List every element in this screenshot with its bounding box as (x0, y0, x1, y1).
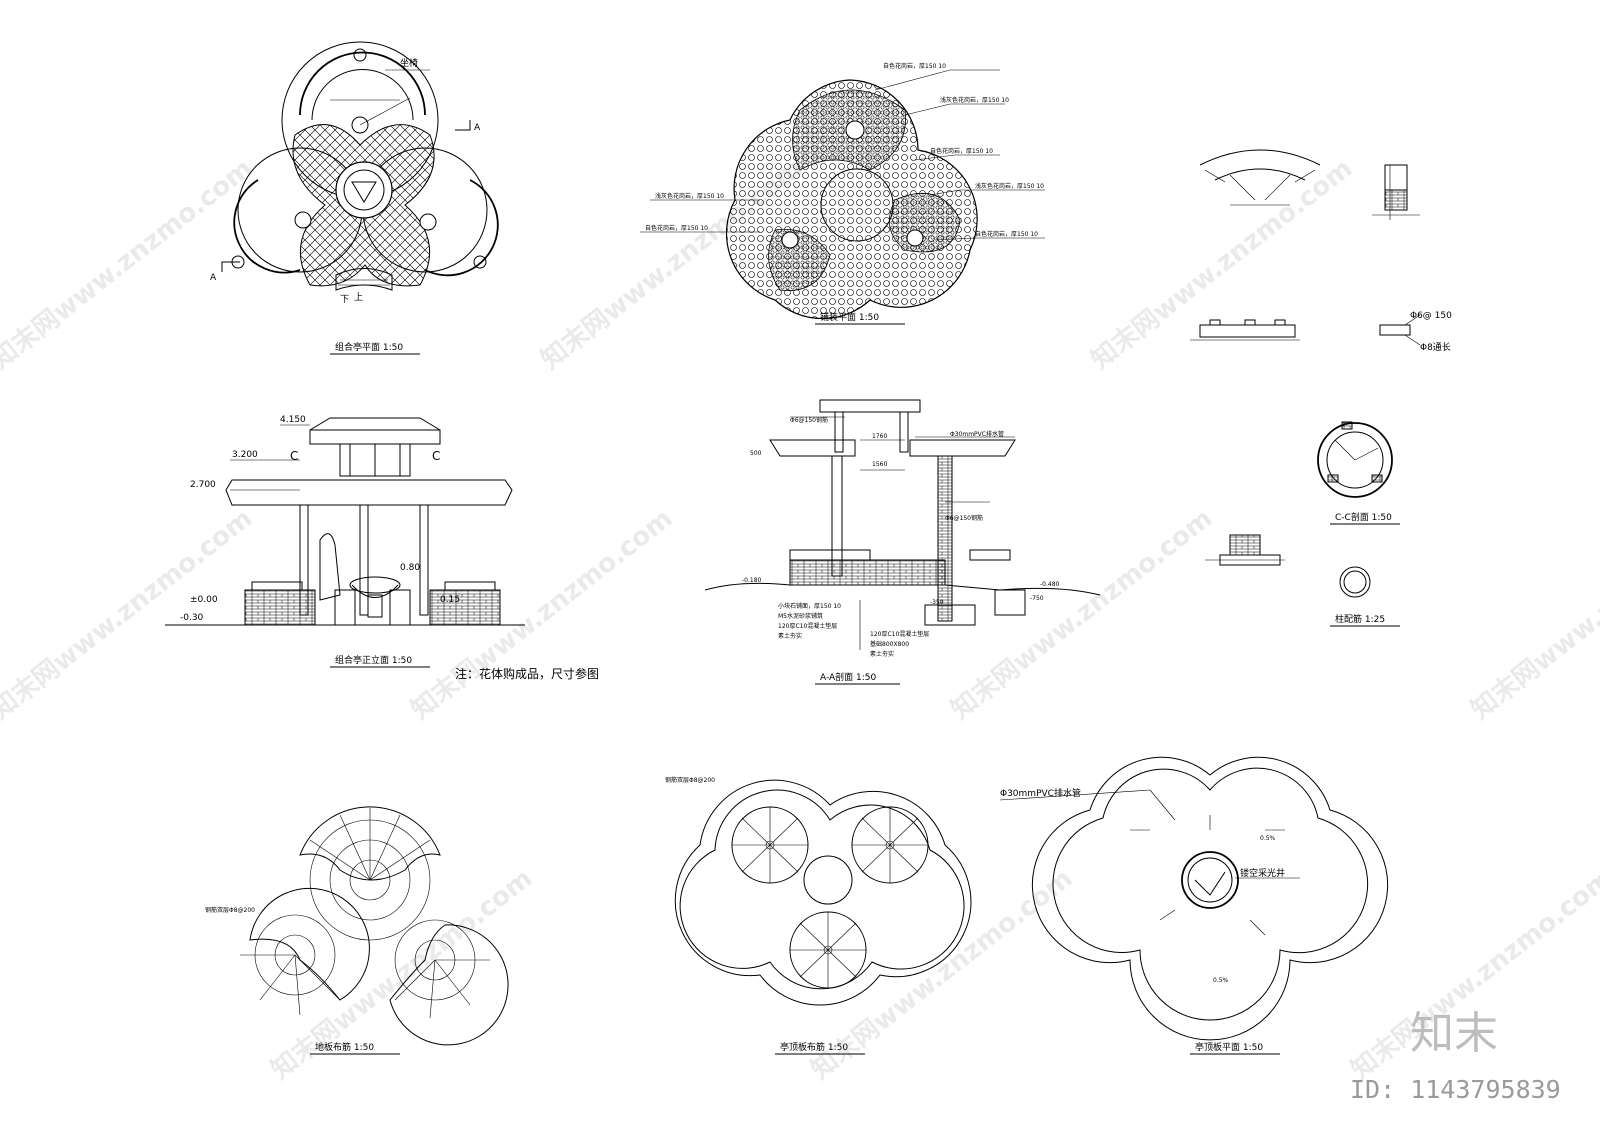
section-mark-c: C (290, 449, 298, 463)
pvc-label: Φ30mmPVC排水管 (950, 430, 1004, 438)
layer-note: M5水泥砂浆铺筑 (778, 612, 823, 620)
detail-drawings-top-right: Φ6@ 150 Φ8通长 (1190, 149, 1452, 353)
paving-note: 浅灰色花岗岩，厚150 10 (655, 192, 724, 200)
level-mark: 3.200 (232, 450, 258, 460)
rebar-sector (299, 806, 441, 941)
pvc-pipe-label: Φ30mmPVC排水管 (1000, 787, 1081, 799)
flower-note: 注：花体购成品，尺寸参图 (455, 666, 599, 681)
section-mark-a: A (474, 123, 481, 133)
paving-note: 自色花岗岩，厚150 10 (645, 224, 708, 232)
roof-plan: Φ30mmPVC排水管 镂空采光井 0.5% 0.5% 亭顶板平面 1:50 (999, 756, 1389, 1055)
rebar-extend-label: Φ8通长 (1420, 341, 1451, 353)
combined-pavilion-plan: A A 坐椅 下 上 组合亭平面 1:50 (210, 41, 499, 355)
level-mark: -0.30 (180, 613, 204, 623)
layer-note: 小块石铺面，厚150 10 (778, 602, 841, 610)
light-well-label: 镂空采光井 (1240, 867, 1285, 879)
drawing-title: C-C剖面 1:50 (1335, 511, 1392, 523)
drawing-title: 亭顶板平面 1:50 (1195, 1041, 1263, 1053)
level-mark: ±0.00 (190, 595, 218, 605)
rebar-note: 钢筋双层Φ8@200 (665, 776, 715, 784)
section-mark-c: C (432, 449, 440, 463)
level-mark: -750 (1030, 595, 1044, 602)
stair-up-label: 上 (354, 292, 363, 303)
rebar-note: 钢筋双层Φ8@200 (205, 906, 255, 914)
section-mark-a: A (210, 273, 217, 283)
paving-note: 自色花岗岩，厚150 10 (930, 147, 993, 155)
dim-label: 1760 (872, 433, 887, 440)
dim-label: 500 (750, 450, 762, 457)
floor-rebar-layout: 钢筋双层Φ8@200 地板布筋 1:50 (205, 806, 509, 1055)
paving-note: 浅灰色花岗岩，厚150 10 (940, 96, 1009, 104)
paving-plan: 自色花岗岩，厚150 10 浅灰色花岗岩，厚150 10 自色花岗岩，厚150 … (640, 62, 1045, 325)
layer-note: 素土夯实 (778, 632, 802, 640)
seat-label: 坐椅 (400, 57, 418, 69)
paving-note: 自色花岗岩，厚150 10 (883, 62, 946, 70)
drawing-title: 铺装平面 1:50 (820, 311, 879, 323)
watermark-text: 知末网www.znzmo.com (1466, 503, 1600, 725)
drawing-title: A-A剖面 1:50 (820, 671, 877, 683)
drawing-title: 地板布筋 1:50 (315, 1041, 374, 1053)
watermark-text: 知末网www.znzmo.com (946, 503, 1218, 725)
rebar-sector (240, 887, 370, 1016)
stair-down-label: 下 (340, 295, 349, 305)
brand-logo-text: 知末 (1410, 1008, 1498, 1059)
roof-rebar-layout: 钢筋双层Φ8@200 亭顶板布筋 1:50 (665, 776, 972, 1055)
section-aa: Φ6@150钢筋 Φ30mmPVC排水管 Φ6@150钢筋 500 1760 1… (704, 399, 1101, 685)
drawing-title: 柱配筋 1:25 (1335, 613, 1385, 625)
rebar-spec-label: Φ6@ 150 (1410, 311, 1452, 321)
watermark-text: 知末网www.znzmo.com (1086, 153, 1358, 375)
level-mark: -0.180 (742, 577, 762, 584)
level-mark: 0.15 (440, 595, 460, 605)
watermark-text: 知末网www.znzmo.com (266, 863, 538, 1085)
drawing-title: 组合亭平面 1:50 (335, 341, 403, 353)
watermark-text: 知末网www.znzmo.com (0, 153, 258, 375)
level-mark: 0.80 (400, 563, 420, 573)
rebar-label: Φ6@150钢筋 (945, 514, 983, 522)
rebar-sector (389, 919, 509, 1046)
drawing-title: 组合亭正立面 1:50 (335, 654, 412, 666)
layer-note: 120厚C10混凝土垫层 (778, 622, 837, 630)
watermark-text: 知末网www.znzmo.com (0, 503, 258, 725)
slope-label: 0.5% (1213, 977, 1229, 984)
pavilion-front-elevation: 4.150 3.200 2.700 ±0.00 -0.30 0.80 0.15 … (165, 415, 599, 681)
image-id-text: ID: 1143795839 (1350, 1075, 1561, 1104)
layer-note: 素土夯实 (870, 650, 894, 658)
layer-note: 120厚C10混凝土垫层 (870, 630, 929, 638)
paving-note: 浅灰色花岗岩，厚150 10 (975, 182, 1044, 190)
level-mark: 4.150 (280, 415, 306, 425)
section-cc-and-details: C-C剖面 1:50 柱配筋 1:25 (1205, 421, 1400, 627)
paving-note: 自色花岗岩，厚150 10 (975, 230, 1038, 238)
dim-label: 1560 (872, 461, 887, 468)
level-mark: -0.480 (1040, 581, 1060, 588)
level-mark: 2.700 (190, 480, 216, 490)
layer-note: 基础800X800 (870, 640, 909, 648)
slope-label: 0.5% (1260, 835, 1276, 842)
drawing-title: 亭顶板布筋 1:50 (780, 1041, 848, 1053)
rebar-label: Φ6@150钢筋 (790, 416, 828, 424)
level-mark: -350 (930, 599, 944, 606)
